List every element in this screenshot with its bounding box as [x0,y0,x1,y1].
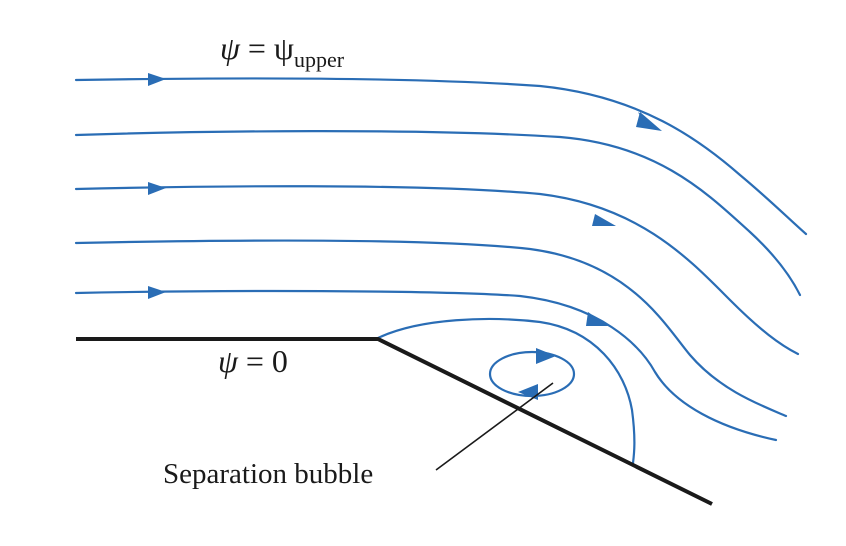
label-psi-zero: ψ = 0 [218,343,288,379]
arrow-eddy-bottom [518,384,538,400]
label-separation-bubble: Separation bubble [163,458,373,490]
streamline-5 [74,289,778,442]
streamline-3 [74,185,800,356]
arrow-streamline-1-right [636,112,662,131]
arrow-streamline-5 [148,286,166,299]
dividing-streamline [376,317,636,465]
label-psi-upper: ψ = ψupper [220,30,345,72]
wall-surface [76,337,713,506]
streamline-4 [74,239,788,418]
streamline-2 [74,130,802,297]
streamline-1 [74,77,808,236]
bubble-leader-line [435,382,554,471]
arrow-streamline-3 [148,182,166,195]
arrow-streamline-5-right [586,312,608,326]
arrow-eddy-top [536,348,556,364]
arrow-streamline-1 [148,73,166,86]
arrow-streamline-3-right [592,214,616,226]
